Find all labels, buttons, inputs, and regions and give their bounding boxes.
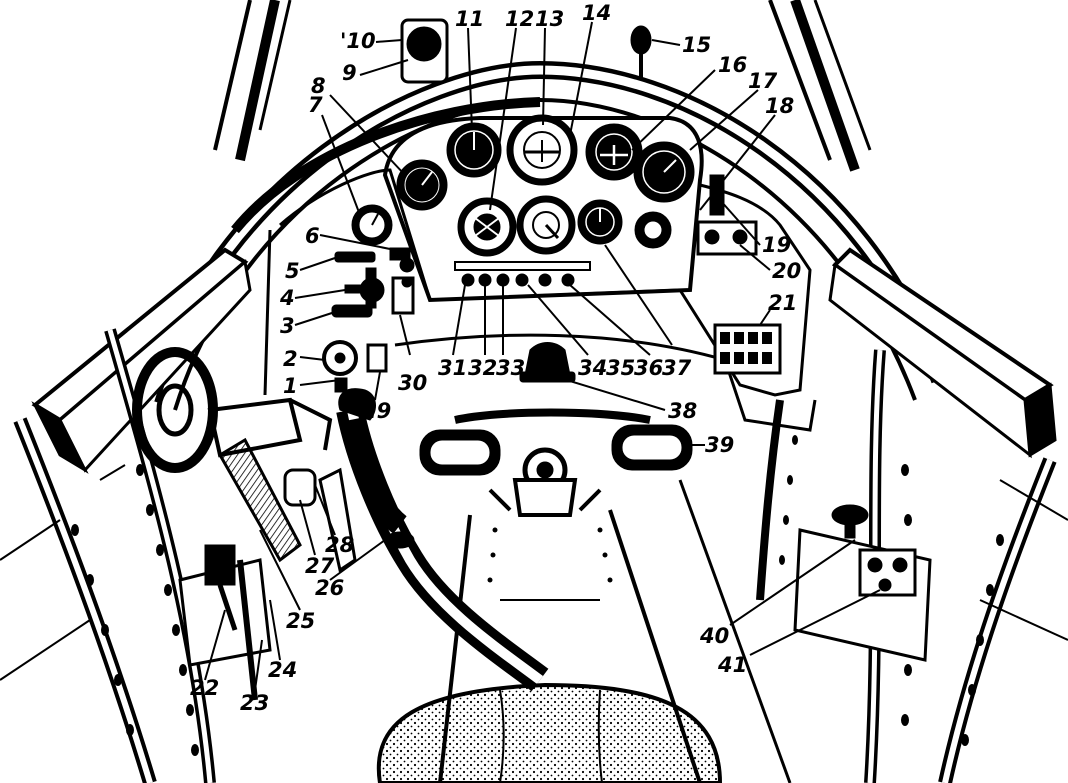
callout-40: 40 <box>699 624 729 648</box>
seat-cushion <box>376 682 723 783</box>
callout-10: '10 <box>340 29 376 53</box>
callout-39: 39 <box>705 433 734 457</box>
gauges <box>351 114 695 257</box>
callout-25: 25 <box>286 609 315 633</box>
callout-18: 18 <box>765 94 794 118</box>
callout-15: 15 <box>682 33 711 57</box>
gauge-33 <box>516 195 576 255</box>
trim-wheel <box>132 347 218 473</box>
callout-8: 8 <box>311 74 326 98</box>
rudder-pedals <box>419 408 693 517</box>
callout-22: 22 <box>190 676 219 700</box>
callout-20: 20 <box>772 259 801 283</box>
callout-3: 3 <box>280 314 295 338</box>
callout-38: 38 <box>668 399 697 423</box>
throttle-quadrant <box>207 397 357 573</box>
indicator-lamps <box>454 261 591 287</box>
callout-19: 19 <box>762 233 791 257</box>
callout-labels: 1 2 3 4 5 6 7 8 9 '10 11 12 13 14 15 16 … <box>190 1 801 715</box>
gauge-16 <box>633 141 695 203</box>
callout-41: 41 <box>717 653 747 677</box>
callout-4: 4 <box>279 286 295 310</box>
gauge-7 <box>351 204 393 246</box>
callout-1: 1 <box>283 374 298 398</box>
gauge-18 <box>634 211 672 249</box>
callout-7: 7 <box>308 93 323 117</box>
callout-26: 26 <box>315 576 344 600</box>
callout-16: 16 <box>718 53 747 77</box>
gauge-13 <box>506 114 578 186</box>
callout-29: 29 <box>362 399 391 423</box>
control-stick <box>336 388 549 692</box>
callout-33: 33 <box>496 356 525 380</box>
callout-14: 14 <box>582 1 611 25</box>
gauge-14 <box>585 123 643 181</box>
right-controls <box>696 174 782 375</box>
callout-32: 32 <box>468 356 497 380</box>
callout-35: 35 <box>606 356 635 380</box>
callout-2: 2 <box>283 347 298 371</box>
gauge-11 <box>446 122 502 178</box>
callout-34: 34 <box>578 356 607 380</box>
callout-28: 28 <box>325 533 354 557</box>
callout-17: 17 <box>748 69 778 93</box>
gauge-37 <box>577 199 623 245</box>
callout-37: 37 <box>662 356 692 380</box>
callout-30: 30 <box>398 371 427 395</box>
callout-13: 13 <box>535 7 564 31</box>
callout-9: 9 <box>342 61 357 85</box>
left-controls <box>322 247 415 393</box>
right-fuselage-wall <box>756 349 1068 783</box>
callout-21: 21 <box>768 291 797 315</box>
right-console <box>793 504 932 662</box>
right-side-rail <box>828 247 1057 459</box>
callout-11: 11 <box>455 7 484 31</box>
gauge-12 <box>457 197 517 257</box>
top-fixtures <box>400 18 652 84</box>
compass <box>519 342 576 383</box>
callout-23: 23 <box>240 691 269 715</box>
callout-5: 5 <box>285 259 300 283</box>
leader-lines <box>204 21 881 691</box>
callout-36: 36 <box>634 356 663 380</box>
callout-24: 24 <box>268 658 297 682</box>
callout-12: 12 <box>505 7 534 31</box>
callout-27: 27 <box>305 554 335 578</box>
left-fuselage-wall <box>0 328 216 783</box>
callout-31: 31 <box>438 356 467 380</box>
gauge-8 <box>396 159 448 211</box>
callout-6: 6 <box>305 224 320 248</box>
